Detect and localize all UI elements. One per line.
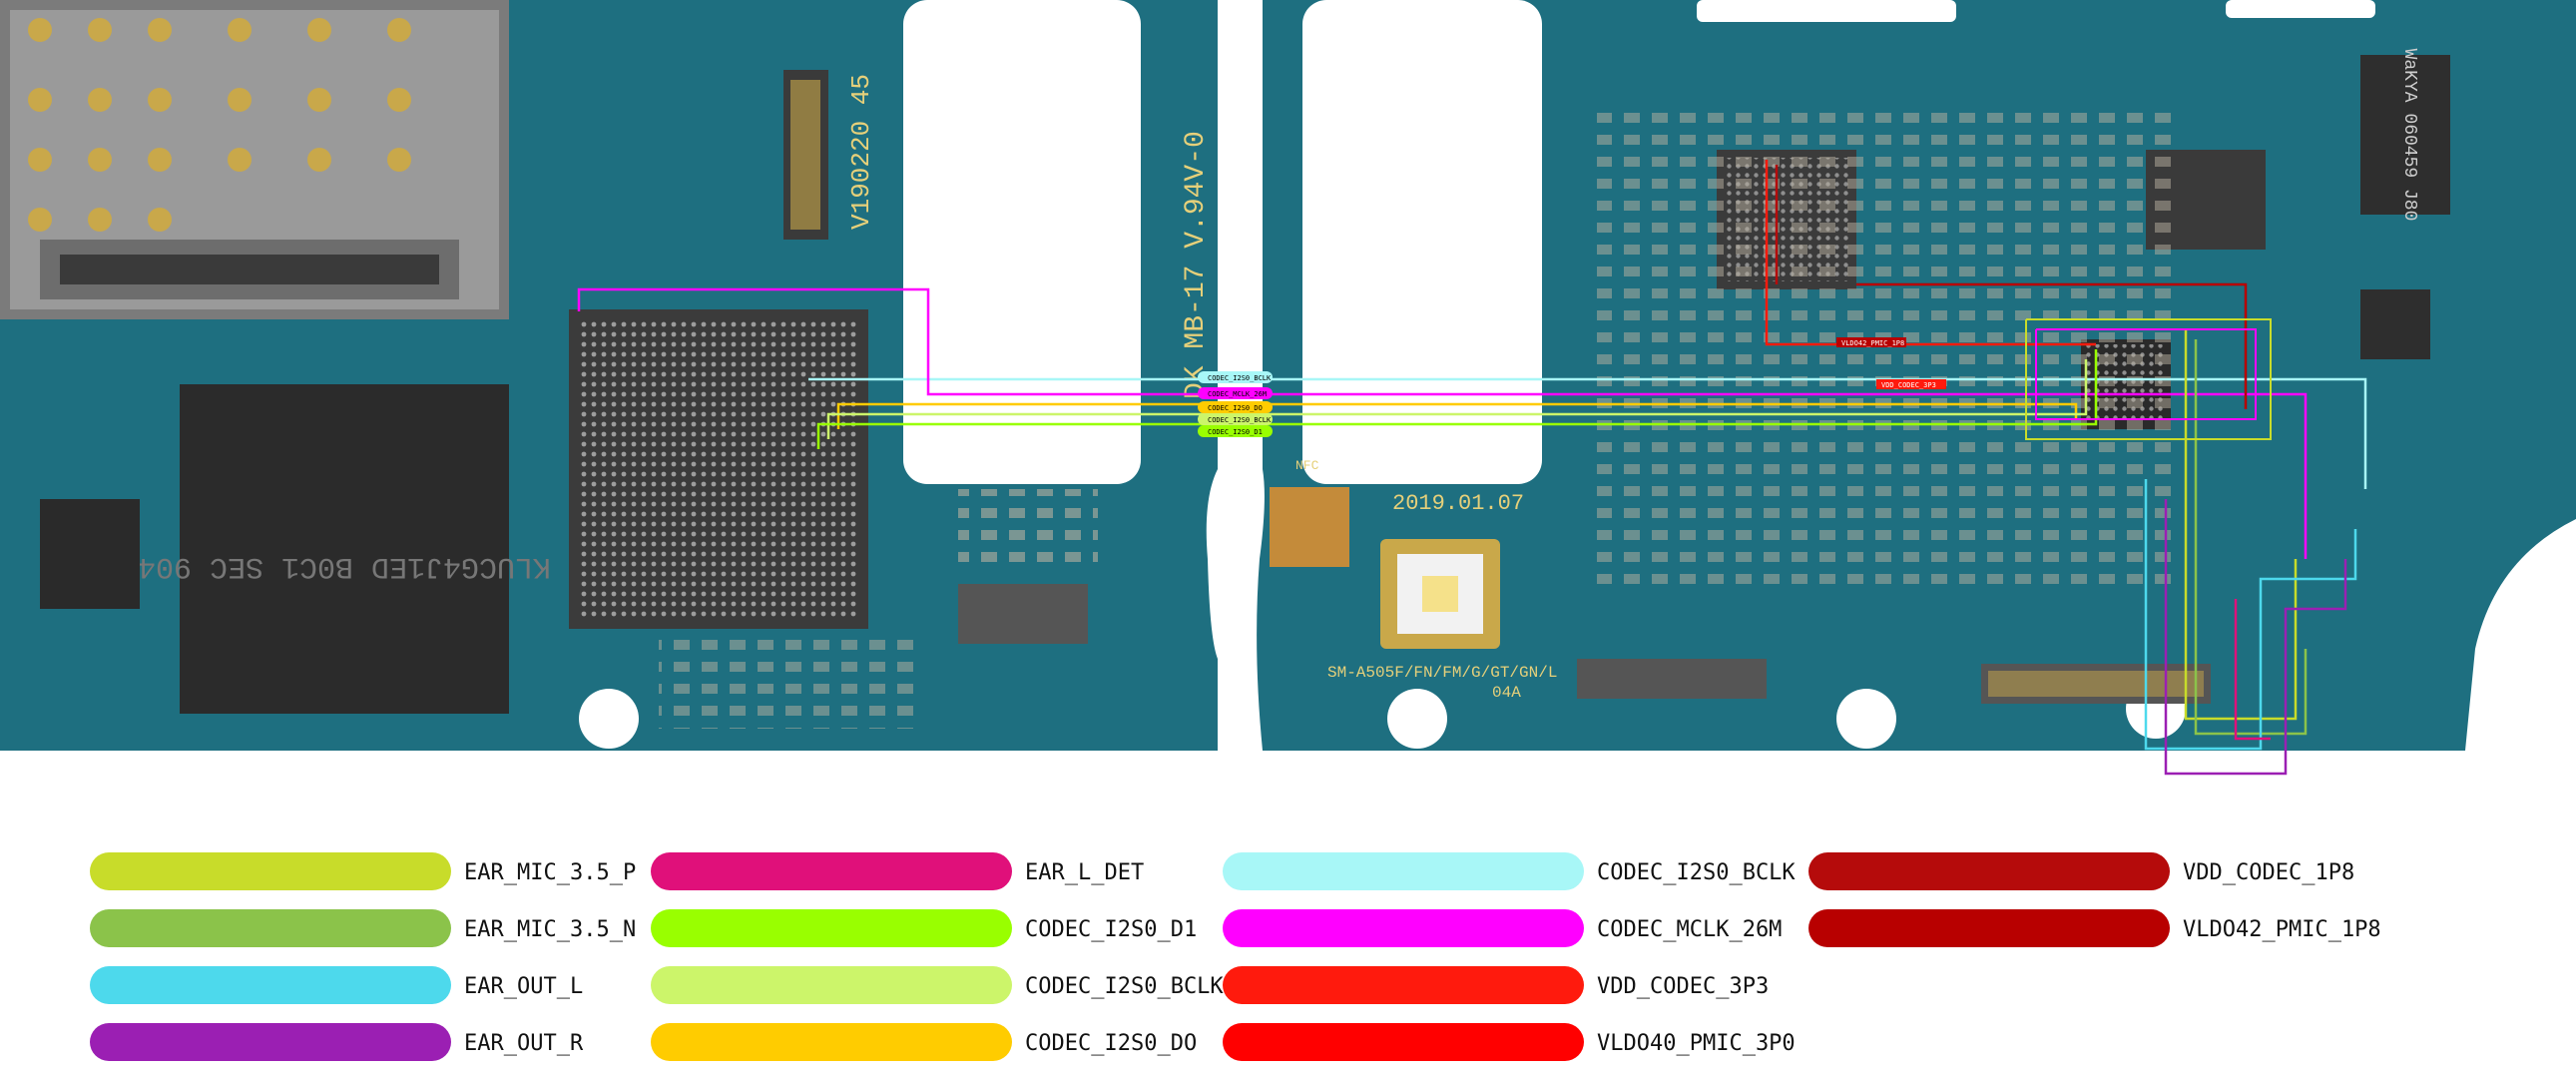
legend-swatch bbox=[1808, 852, 2170, 890]
svg-text:VLDO42_PMIC_1P8: VLDO42_PMIC_1P8 bbox=[1841, 339, 1904, 347]
legend-swatch bbox=[1223, 966, 1584, 1004]
trace-vldo42-1p8 bbox=[1856, 282, 2248, 409]
cutout-top-right bbox=[1697, 0, 1956, 22]
silk-model-label: SM-A505F/FN/FM/G/GT/GN/L bbox=[1327, 664, 1557, 682]
svg-text:CODEC_I2S0_D1: CODEC_I2S0_D1 bbox=[1208, 428, 1263, 436]
legend-label: VLDO40_PMIC_3P0 bbox=[1597, 1031, 1796, 1056]
trace-box-yellow bbox=[2025, 318, 2272, 440]
trace-ear-mic-n bbox=[2194, 339, 2308, 736]
legend-swatch bbox=[651, 852, 1012, 890]
legend-label: EAR_MIC_3.5_N bbox=[464, 917, 637, 942]
signal-traces bbox=[577, 160, 2367, 776]
legend-label: VLDO42_PMIC_1P8 bbox=[2183, 917, 2381, 942]
legend-label: EAR_L_DET bbox=[1025, 860, 1145, 885]
svg-text:CODEC_MCLK_26M: CODEC_MCLK_26M bbox=[1208, 390, 1267, 398]
legend-label: VDD_CODEC_3P3 bbox=[1597, 974, 1770, 999]
mount-hole-3 bbox=[1836, 689, 1896, 749]
cutout-right bbox=[1302, 0, 1542, 484]
legend-label: CODEC_I2S0_BCLK bbox=[1025, 974, 1224, 999]
svg-text:CODEC_I2S0_BCLK: CODEC_I2S0_BCLK bbox=[1208, 374, 1272, 382]
silk-mb-label: DK MB-17 V.94V-0 bbox=[1181, 131, 1212, 399]
legend-label: EAR_OUT_L bbox=[464, 974, 584, 999]
silk-date-label: 2019.01.07 bbox=[1392, 491, 1524, 516]
cutout-top-right-2 bbox=[2226, 0, 2375, 18]
legend-label: VDD_CODEC_1P8 bbox=[2183, 860, 2355, 885]
silk-version-label: V190220 45 bbox=[846, 74, 876, 230]
legend-swatch bbox=[651, 1023, 1012, 1061]
legend-label: EAR_OUT_R bbox=[464, 1031, 584, 1056]
legend-label: CODEC_MCLK_26M bbox=[1597, 917, 1783, 942]
legend-label: CODEC_I2S0_DO bbox=[1025, 1031, 1198, 1056]
legend-swatch bbox=[651, 966, 1012, 1004]
legend-swatch bbox=[90, 966, 451, 1004]
pcb-board-diagram: KLUCG4J1ED B0C1 SEC 904 WaKYA 060459 J80 bbox=[0, 0, 2576, 776]
trace-i2s0-bclk-lime bbox=[826, 359, 2088, 439]
signal-legend: EAR_MIC_3.5_P EAR_MIC_3.5_N EAR_OUT_L EA… bbox=[0, 828, 2576, 1076]
qr-code bbox=[1270, 487, 1349, 567]
connector-bottom-left bbox=[958, 584, 1088, 644]
ic-right-label: WaKYA 060459 J80 bbox=[2399, 49, 2419, 222]
trace-vdd-codec-3p3 bbox=[1765, 160, 2096, 346]
cutout-left bbox=[903, 0, 1141, 484]
trace-i2s0-do bbox=[836, 402, 2078, 429]
pmic-small-ic bbox=[40, 499, 140, 609]
legend-label: CODEC_I2S0_D1 bbox=[1025, 917, 1198, 942]
trace-ear-l-det bbox=[2234, 599, 2271, 741]
legend-swatch bbox=[90, 1023, 451, 1061]
trace-box-magenta bbox=[2035, 328, 2257, 420]
trace-i2s0-d1 bbox=[816, 349, 2098, 449]
legend-swatch bbox=[651, 909, 1012, 947]
trace-tags: CODEC_I2S0_BCLK CODEC_MCLK_26M CODEC_I2S… bbox=[1198, 337, 1946, 437]
legend-label: EAR_MIC_3.5_P bbox=[464, 860, 637, 885]
svg-text:CODEC_I2S0_BCLK: CODEC_I2S0_BCLK bbox=[1208, 416, 1272, 424]
mount-hole-2 bbox=[1387, 689, 1447, 749]
legend-swatch bbox=[90, 852, 451, 890]
legend-swatch bbox=[1223, 852, 1584, 890]
legend-swatch bbox=[90, 909, 451, 947]
legend-swatch bbox=[1223, 909, 1584, 947]
mount-hole-1 bbox=[579, 689, 639, 749]
legend-label: CODEC_I2S0_BCLK bbox=[1597, 860, 1796, 885]
silk-rev-label: 04A bbox=[1492, 684, 1521, 702]
trace-ear-out-l bbox=[2144, 479, 2357, 751]
svg-text:CODEC_I2S0_DO: CODEC_I2S0_DO bbox=[1208, 404, 1263, 412]
ic-right-top bbox=[2360, 55, 2450, 215]
legend-swatch bbox=[1808, 909, 2170, 947]
ic-right-small bbox=[2360, 289, 2430, 359]
connector-bottom-mid bbox=[1577, 659, 1767, 699]
trace-ear-mic-p bbox=[2184, 329, 2298, 721]
trace-ear-out-r bbox=[2164, 499, 2347, 776]
trace-codec-i2s0-bclk-cyan bbox=[808, 377, 2367, 489]
memory-ic-label: KLUCG4J1ED B0C1 SEC 904 bbox=[138, 549, 551, 583]
svg-text:VDD_CODEC_3P3: VDD_CODEC_3P3 bbox=[1881, 381, 1936, 389]
trace-codec-mclk bbox=[577, 287, 2308, 559]
silk-nfc-label: NFC bbox=[1295, 458, 1319, 473]
memory-ic bbox=[180, 384, 509, 714]
legend-swatch bbox=[1223, 1023, 1584, 1061]
sim-contacts bbox=[28, 18, 411, 232]
